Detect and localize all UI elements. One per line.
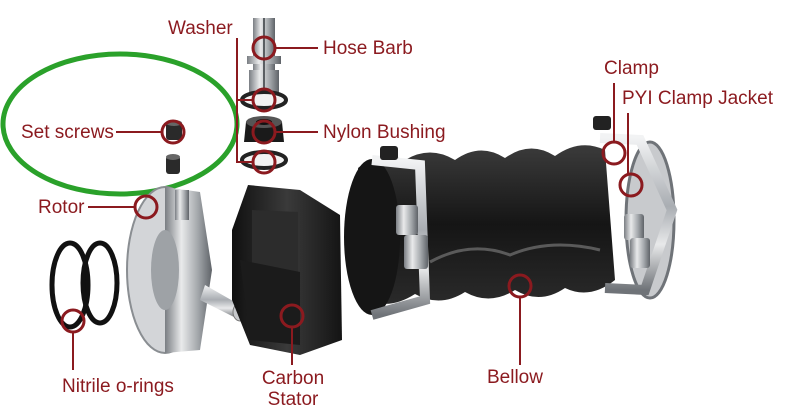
washer-leader — [236, 38, 253, 163]
hose-barb-callout-circle — [251, 35, 277, 61]
set-screws-label: Set screws — [21, 122, 114, 143]
washer-bottom-callout-circle — [251, 149, 277, 175]
rotor-part — [126, 186, 248, 354]
nylon-bushing-callout-circle — [251, 119, 277, 145]
rotor-callout-circle — [133, 194, 159, 220]
pyi-clamp-jacket-callout-circle — [618, 172, 644, 198]
nylon-bushing-label: Nylon Bushing — [323, 122, 446, 143]
washer-bottom-part — [240, 150, 288, 170]
hose-barb-label: Hose Barb — [323, 38, 413, 59]
callout-lines — [72, 38, 629, 370]
clamp-label: Clamp — [604, 58, 659, 79]
bellow-callout-circle — [507, 273, 533, 299]
carbon-stator-label-line1: Carbon — [261, 368, 325, 389]
washer-top-callout-circle — [251, 87, 277, 113]
callout-circles — [60, 35, 644, 334]
clamp-callout-circle — [601, 140, 627, 166]
bellow-label: Bellow — [487, 367, 543, 388]
clamp-right-part — [593, 116, 678, 300]
carbon-stator-label-line2: Stator — [267, 389, 319, 410]
washer-label: Washer — [168, 18, 233, 39]
hose-barb-part — [247, 18, 281, 95]
nitrile-orings-callout-circle — [60, 308, 86, 334]
pyi-clamp-jacket-label: PYI Clamp Jacket — [622, 88, 773, 109]
carbon-stator-part — [232, 185, 342, 355]
clamp-left-part — [344, 146, 431, 320]
set-screws-callout-circle — [160, 119, 186, 145]
carbon-stator-label: Carbon Stator — [258, 368, 328, 410]
carbon-stator-callout-circle — [279, 303, 305, 329]
rotor-label: Rotor — [38, 197, 85, 218]
set-screws-part — [166, 120, 182, 174]
nitrile-orings-part — [49, 240, 120, 330]
nitrile-orings-label: Nitrile o-rings — [62, 376, 174, 397]
